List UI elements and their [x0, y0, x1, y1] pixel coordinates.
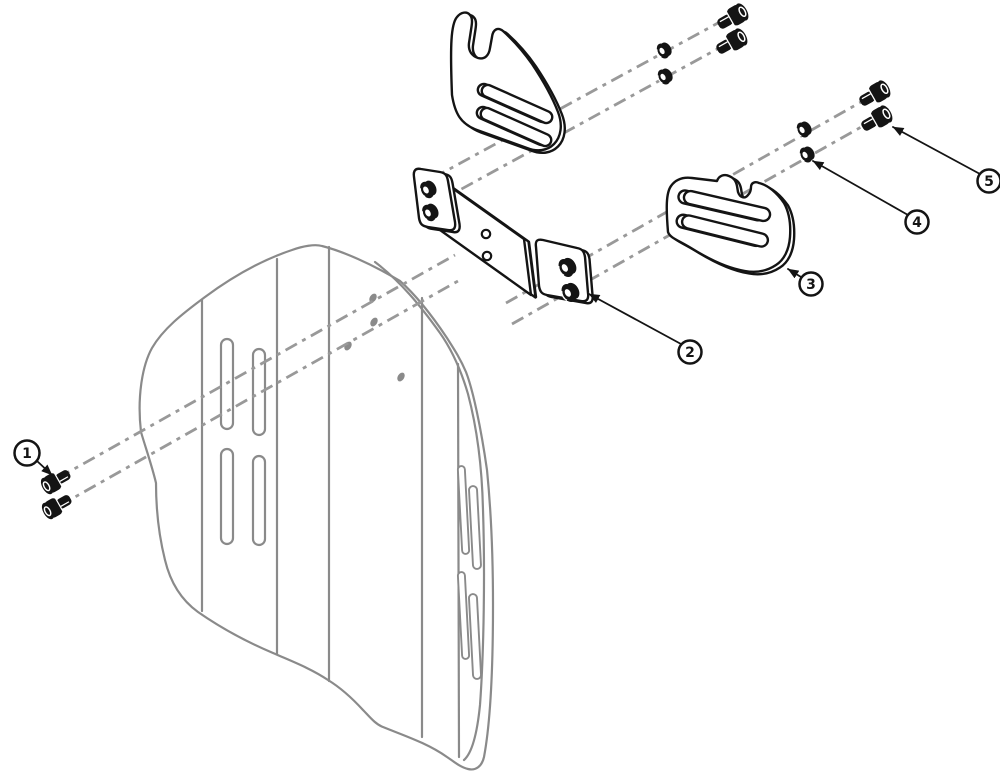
shell-slot	[251, 454, 267, 547]
center-line	[432, 9, 741, 180]
bracket-web-hole	[480, 228, 492, 240]
callout-2: 2	[588, 293, 703, 365]
pad-slot	[480, 83, 554, 125]
callout-bubble	[976, 168, 1000, 194]
screw	[37, 464, 75, 497]
screw	[712, 25, 751, 60]
nut-washer	[793, 118, 815, 141]
center-line	[57, 253, 456, 480]
callout-label: 1	[22, 446, 32, 462]
callout-leader	[892, 126, 981, 175]
callout-5: 5	[892, 126, 1000, 194]
callout-4: 4	[812, 160, 930, 235]
shell-edge-band	[373, 260, 486, 762]
mounting-hole	[369, 293, 377, 303]
pad-slot	[479, 106, 553, 148]
mounting-hole	[397, 372, 405, 382]
lateral-pad-top	[449, 11, 566, 155]
pad-slot	[680, 214, 770, 248]
callout-bubble	[798, 271, 824, 297]
shell-slot	[219, 447, 235, 546]
callout-leader	[812, 160, 909, 216]
callout-bubble	[13, 439, 41, 467]
screw	[713, 0, 752, 35]
callout-3: 3	[787, 268, 824, 297]
shell-outline	[138, 244, 495, 771]
shell-slot	[251, 347, 267, 437]
mounting-hole	[370, 317, 378, 327]
bracket-bend-line	[527, 240, 538, 299]
screw	[855, 77, 894, 112]
callout-leader	[588, 293, 682, 345]
mounting-bracket	[412, 167, 594, 305]
callout-bubble	[677, 339, 703, 365]
pad-slots	[475, 82, 554, 148]
shell-slot	[468, 593, 482, 680]
screw	[38, 489, 76, 522]
shell-slot	[456, 465, 471, 555]
pad-slot	[682, 189, 772, 223]
nut-washer	[654, 65, 676, 88]
callout-leader	[787, 268, 802, 279]
callout-label: 2	[685, 345, 695, 361]
center-line	[58, 279, 459, 508]
shell-contour-line	[456, 362, 461, 759]
callout-label: 3	[806, 277, 816, 293]
callout-1: 1	[13, 439, 53, 476]
screw	[857, 102, 896, 137]
pad-slots	[675, 189, 772, 248]
callout-bubble	[904, 209, 930, 235]
bracket-web-hole	[481, 250, 493, 262]
lateral-pad-right	[665, 173, 796, 276]
callout-label: 4	[912, 215, 922, 231]
shell-slot	[468, 485, 482, 570]
callouts: 1 2 3 4 5	[13, 126, 1000, 476]
callout-leader	[36, 460, 53, 476]
shell-slot	[456, 571, 471, 660]
callout-label: 5	[984, 174, 994, 190]
backrest-shell	[138, 244, 495, 771]
